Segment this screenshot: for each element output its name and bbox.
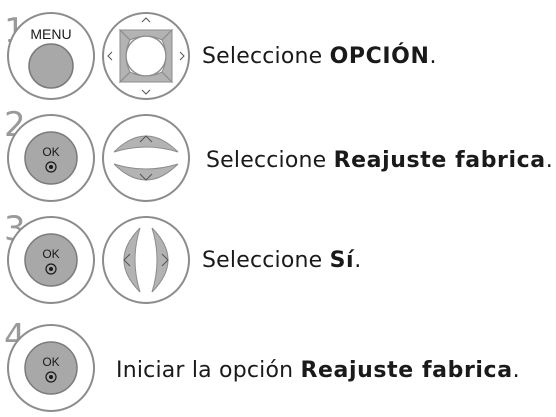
step-2: 2 OK Seleccione Reajuste fabrica.: [0, 108, 556, 208]
menu-option: Reajuste fabrica: [300, 358, 513, 383]
step-4: 4 OK Iniciar la opción Reajuste fabrica.: [0, 318, 556, 417]
step-3-instruction: Seleccione Sí.: [202, 248, 362, 273]
ok-button-label: OK: [42, 247, 59, 261]
step-4-instruction: Iniciar la opción Reajuste fabrica.: [116, 358, 520, 383]
ok-button: OK: [7, 114, 95, 202]
ok-button: OK: [7, 324, 95, 412]
step-1-instruction: Seleccione OPCIÓN.: [202, 44, 437, 69]
menu-option: Reajuste fabrica: [333, 148, 546, 173]
menu-button: MENU: [7, 12, 95, 100]
ok-button: OK: [7, 216, 95, 304]
step-3: 3 OK Seleccione Sí.: [0, 210, 556, 310]
left-right-nav-icon: [102, 216, 190, 304]
ok-button-label: OK: [42, 145, 59, 159]
up-down-nav-icon: [102, 114, 190, 202]
step-2-instruction: Seleccione Reajuste fabrica.: [206, 148, 553, 173]
ok-button-label: OK: [42, 355, 59, 369]
menu-option: Sí: [329, 248, 355, 273]
menu-option: OPCIÓN: [329, 44, 430, 69]
menu-button-label: MENU: [30, 26, 71, 42]
four-way-nav-icon: [102, 12, 190, 100]
step-1: 1 MENU Seleccione OPCIÓN.: [0, 0, 556, 110]
